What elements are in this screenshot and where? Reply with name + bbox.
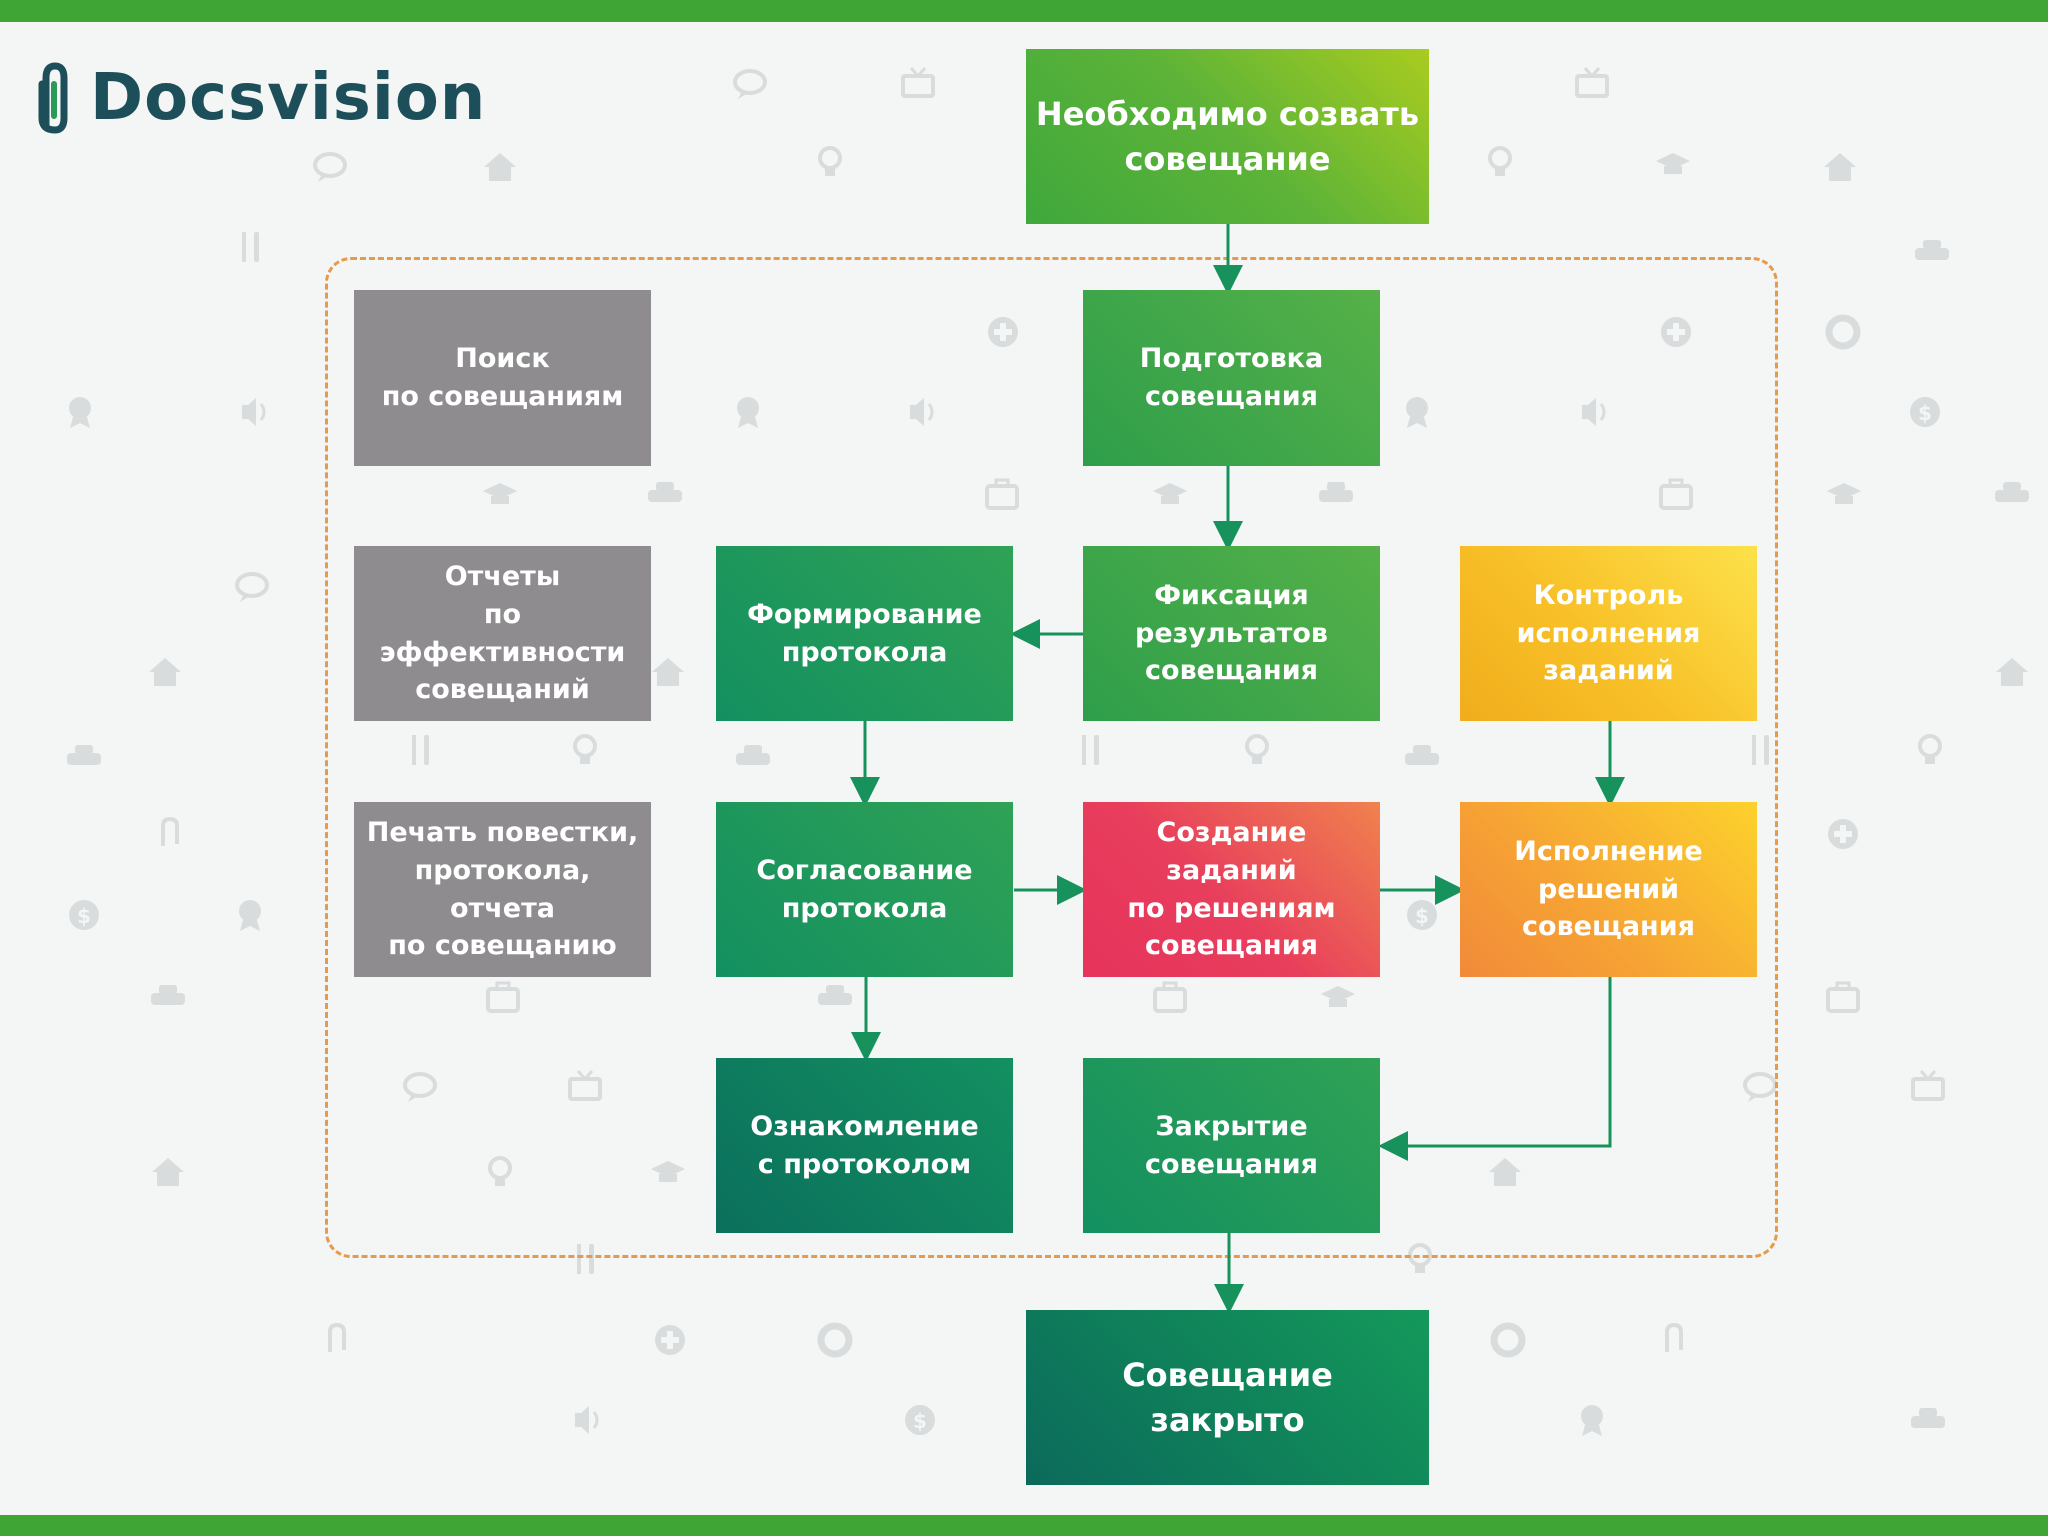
node-closing: Закрытие совещания [1083, 1058, 1380, 1233]
node-control: Контроль исполнения заданий [1460, 546, 1757, 721]
node-closing-label: Закрытие совещания [1145, 1110, 1318, 1180]
node-acquaint-label: Ознакомление с протоколом [750, 1110, 979, 1180]
process-boundary-frame [325, 257, 1778, 1258]
node-search-label: Поиск по совещаниям [381, 343, 624, 412]
node-prep-label: Подготовка совещания [1139, 343, 1324, 412]
node-start-label: Необходимо созвать совещание [1035, 94, 1420, 178]
node-reports: Отчеты по эффективности совещаний [354, 546, 651, 721]
node-search: Поиск по совещаниям [354, 290, 651, 466]
node-approval-label: Согласование протокола [756, 854, 973, 924]
paperclip-logo-icon [38, 62, 68, 134]
node-tasks: Создание заданий по решениям совещания [1083, 802, 1380, 977]
brand-name: Docsvision [90, 61, 487, 135]
node-end: Совещание закрыто [1026, 1310, 1429, 1485]
node-protocol-form-label: Формирование протокола [747, 598, 982, 668]
node-print: Печать повестки, протокола, отчета по со… [354, 802, 651, 977]
node-start: Необходимо созвать совещание [1026, 49, 1429, 224]
node-protocol-form: Формирование протокола [716, 546, 1013, 721]
node-prep: Подготовка совещания [1083, 290, 1380, 466]
node-acquaint: Ознакомление с протоколом [716, 1058, 1013, 1233]
node-reports-label: Отчеты по эффективности совещаний [379, 560, 626, 706]
node-print-label: Печать повестки, протокола, отчета по со… [366, 816, 639, 962]
node-execution-label: Исполнение решений совещания [1514, 835, 1703, 943]
node-tasks-label: Создание заданий по решениям совещания [1127, 816, 1336, 962]
node-execution: Исполнение решений совещания [1460, 802, 1757, 977]
node-fixation: Фиксация результатов совещания [1083, 546, 1380, 721]
brand-logo: Docsvision [34, 58, 486, 138]
bottom-accent-bar [0, 1515, 2048, 1536]
node-approval: Согласование протокола [716, 802, 1013, 977]
node-fixation-label: Фиксация результатов совещания [1135, 579, 1328, 687]
node-control-label: Контроль исполнения заданий [1516, 579, 1701, 687]
node-end-label: Совещание закрыто [1122, 1355, 1333, 1439]
top-accent-bar [0, 0, 2048, 22]
